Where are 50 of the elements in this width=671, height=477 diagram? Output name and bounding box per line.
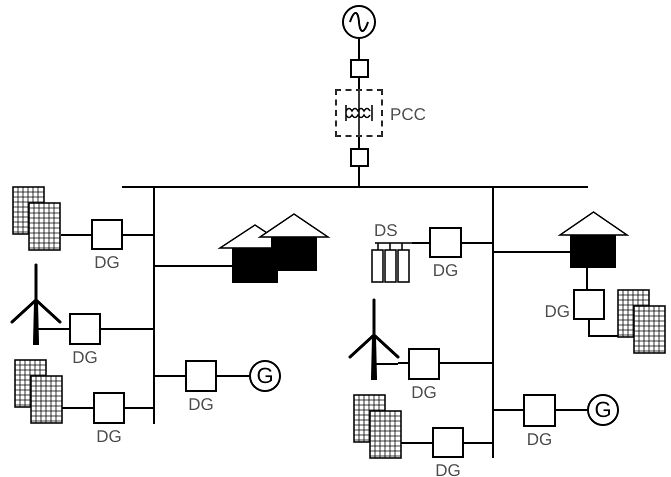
converter-label: DG	[544, 302, 570, 320]
connection-line	[358, 167, 360, 186]
connection-line	[494, 409, 523, 411]
converter-label: DG	[188, 396, 214, 414]
connection-line	[462, 242, 492, 244]
converter-label: DG	[94, 254, 120, 272]
house-icon	[560, 212, 627, 268]
pcc-label: PCC	[390, 106, 426, 124]
connection-line	[412, 242, 429, 244]
connection-line	[494, 251, 560, 253]
connection-line	[123, 234, 153, 236]
houses-icon	[220, 214, 328, 283]
connection-line	[464, 442, 492, 444]
generator-symbol: G	[249, 360, 281, 392]
connection-line	[358, 137, 360, 148]
connection-line	[217, 375, 249, 377]
connection-line	[401, 442, 432, 444]
converter-label: DG	[96, 428, 122, 446]
converter-label: DG	[526, 431, 552, 449]
connection-line	[62, 407, 93, 409]
connection-line	[155, 375, 185, 377]
connection-line	[492, 188, 494, 200]
storage-label: DS	[374, 222, 398, 240]
connection-line	[556, 409, 587, 411]
connection-line	[153, 188, 155, 200]
wind-turbine-icon	[350, 300, 398, 380]
converter-label: DG	[411, 384, 437, 402]
connection-line	[586, 268, 588, 289]
generator-symbol: G	[587, 394, 619, 426]
solar-panel-icon	[354, 395, 401, 458]
converter-label: DG	[435, 462, 461, 477]
connection-line	[358, 78, 360, 89]
converter-label: DG	[432, 262, 458, 280]
solar-panel-icon	[618, 290, 665, 353]
connection-line	[125, 407, 153, 409]
connection-line	[155, 265, 220, 267]
solar-panel-icon	[13, 187, 61, 251]
connection-line	[60, 328, 69, 330]
breaker-box	[350, 59, 369, 78]
connection-line	[61, 234, 91, 236]
connection-line	[358, 39, 360, 59]
ac-source-symbol	[342, 5, 376, 39]
connection-line	[588, 320, 618, 337]
connection-line	[398, 362, 408, 364]
connection-line	[101, 328, 153, 330]
wind-turbine-icon	[12, 265, 60, 345]
breaker-box	[350, 148, 369, 167]
converter-label: DG	[72, 349, 98, 367]
solar-panel-icon	[15, 360, 62, 423]
connection-line	[440, 362, 492, 364]
